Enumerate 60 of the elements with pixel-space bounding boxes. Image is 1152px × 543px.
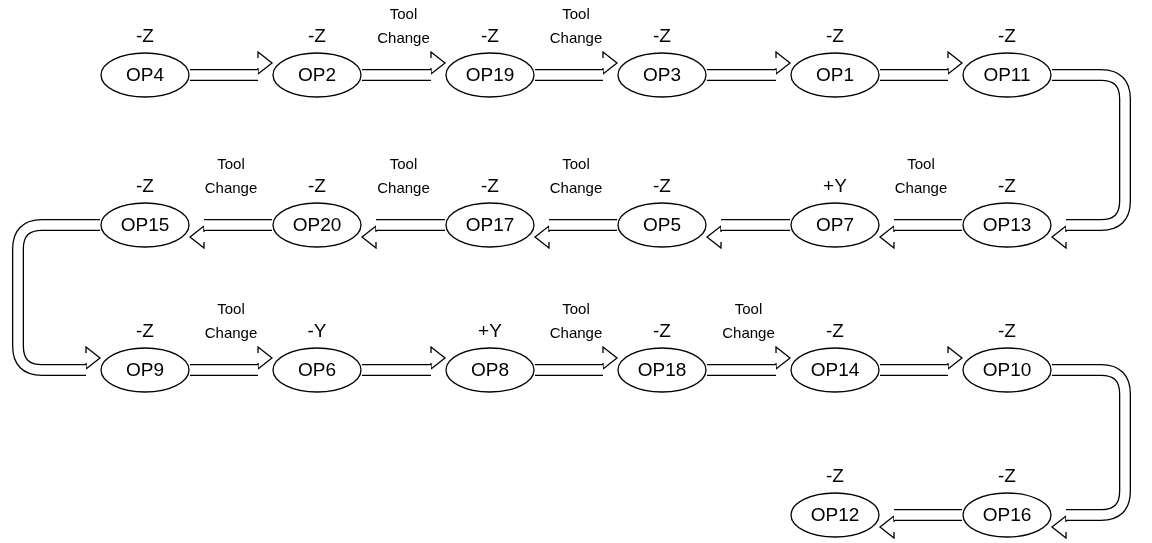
operation-ellipse: [617, 347, 707, 393]
operation-label: OP17: [465, 214, 515, 236]
operation-ellipse: [100, 202, 190, 248]
operation-ellipse: [445, 202, 535, 248]
operation-label: OP15: [120, 214, 170, 236]
operation-label: OP16: [982, 504, 1032, 526]
axis-label: -Z: [826, 465, 844, 487]
axis-label: -Z: [653, 175, 671, 197]
operation-ellipse: [445, 347, 535, 393]
operation-label: OP7: [816, 214, 854, 236]
operation-label: OP2: [298, 64, 336, 86]
operation-label: OP9: [126, 359, 164, 381]
operation-ellipse: [962, 202, 1052, 248]
operation-ellipse: [272, 347, 362, 393]
axis-label: -Z: [653, 320, 671, 342]
operation-ellipse: [790, 347, 880, 393]
axis-label: -Z: [998, 320, 1016, 342]
operation-ellipse: [617, 202, 707, 248]
axis-label: -Z: [308, 25, 326, 47]
operation-label: OP10: [982, 359, 1032, 381]
operation-label: OP4: [126, 64, 164, 86]
axis-label: -Z: [136, 25, 154, 47]
operation-ellipse: [445, 52, 535, 98]
operation-label: OP19: [465, 64, 515, 86]
operation-label: OP13: [982, 214, 1032, 236]
axis-label: +Y: [478, 320, 502, 342]
axis-label: -Z: [998, 465, 1016, 487]
axis-label: -Z: [481, 25, 499, 47]
operation-label: OP3: [643, 64, 681, 86]
operation-label: OP12: [810, 504, 860, 526]
operation-ellipse: [790, 202, 880, 248]
operation-ellipse: [962, 347, 1052, 393]
operation-label: OP1: [816, 64, 854, 86]
operation-ellipse: [962, 492, 1052, 538]
operation-label: OP14: [810, 359, 860, 381]
operation-label: OP8: [471, 359, 509, 381]
operation-label: OP5: [643, 214, 681, 236]
operation-ellipse: [790, 52, 880, 98]
axis-label: -Z: [826, 320, 844, 342]
operation-ellipse: [100, 347, 190, 393]
operation-label: OP18: [637, 359, 687, 381]
axis-label: -Z: [136, 320, 154, 342]
axis-label: -Z: [998, 25, 1016, 47]
axis-label: -Z: [481, 175, 499, 197]
axis-label: +Y: [823, 175, 847, 197]
axis-label: -Z: [998, 175, 1016, 197]
operation-ellipse: [100, 52, 190, 98]
operation-ellipse: [962, 52, 1052, 98]
axis-label: -Z: [826, 25, 844, 47]
axis-label: -Y: [307, 320, 327, 342]
axis-label: -Z: [653, 25, 671, 47]
axis-label: -Z: [308, 175, 326, 197]
operation-ellipse: [272, 52, 362, 98]
operation-label: OP11: [983, 64, 1031, 86]
operation-ellipse: [617, 52, 707, 98]
operation-ellipse: [790, 492, 880, 538]
operation-ellipse: [272, 202, 362, 248]
axis-label: -Z: [136, 175, 154, 197]
operation-label: OP6: [298, 359, 336, 381]
operation-label: OP20: [292, 214, 342, 236]
